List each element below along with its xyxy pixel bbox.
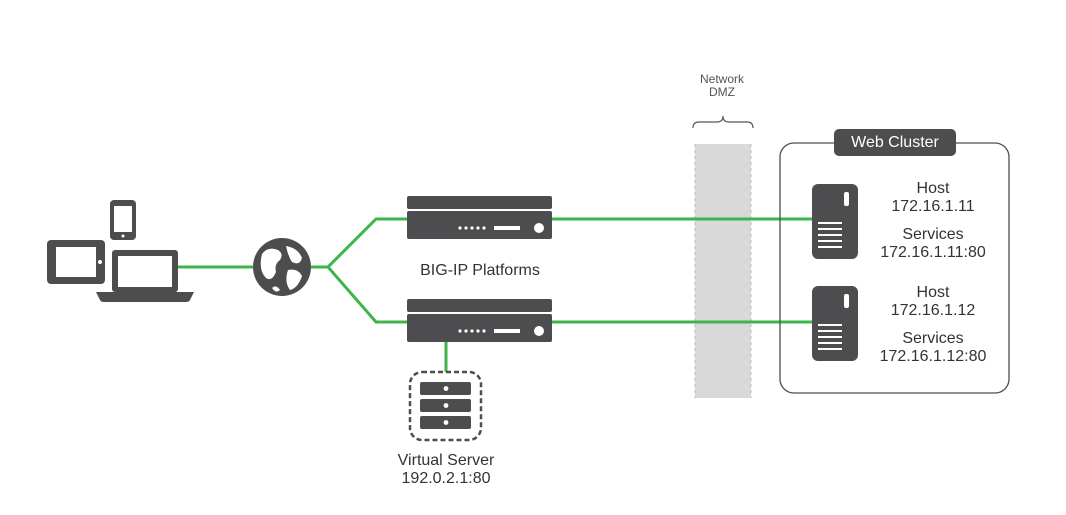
- host-1-services-label: Services: [902, 225, 964, 243]
- dmz-brace: [692, 115, 754, 129]
- host-1-label: Host 172.16.1.11 Services 172.16.1.11:80: [858, 180, 1008, 262]
- host-2-label: Host 172.16.1.12 Services 172.16.1.12:80: [858, 284, 1008, 366]
- virtual-server-address: 192.0.2.1:80: [401, 469, 491, 487]
- host-1-ip: 172.16.1.11: [891, 197, 975, 215]
- link-junction-platform2: [326, 265, 412, 324]
- host-2-ip: 172.16.1.12: [890, 301, 976, 319]
- appliance-icon: [407, 299, 552, 342]
- phone-icon: [110, 200, 136, 240]
- virtual-server-label: Virtual Server 192.0.2.1:80: [366, 452, 526, 488]
- server-icon: [812, 286, 858, 361]
- host-1-host-label: Host: [916, 180, 950, 197]
- network-links: [176, 217, 814, 374]
- host-2-host-label: Host: [916, 284, 950, 301]
- link-junction-platform1: [326, 217, 412, 269]
- virtual-server-name: Virtual Server: [397, 452, 495, 469]
- appliance-icon: [407, 196, 552, 239]
- tablet-icon: [47, 240, 105, 284]
- big-ip-platforms-label: BIG-IP Platforms: [420, 262, 540, 279]
- dmz-label-line2: DMZ: [709, 85, 735, 100]
- host-2-services-addr: 172.16.1.12:80: [879, 347, 987, 365]
- virtual-server-icon: [408, 370, 483, 442]
- host-2-services-label: Services: [902, 329, 964, 347]
- host-1-services-addr: 172.16.1.11:80: [880, 243, 986, 261]
- web-cluster-title: Web Cluster: [834, 129, 956, 156]
- globe-icon: [253, 238, 311, 296]
- dmz-band: [695, 144, 751, 398]
- server-icon: [812, 184, 858, 259]
- network-dmz-label: Network DMZ: [672, 72, 772, 100]
- dmz-label-line1: Network: [699, 72, 744, 86]
- laptop-icon: [96, 250, 194, 302]
